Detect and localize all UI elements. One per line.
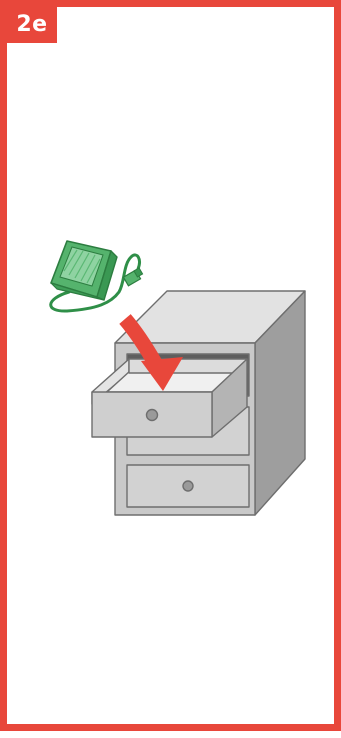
power-adapter-icon [51,241,143,311]
illustration [7,7,341,738]
